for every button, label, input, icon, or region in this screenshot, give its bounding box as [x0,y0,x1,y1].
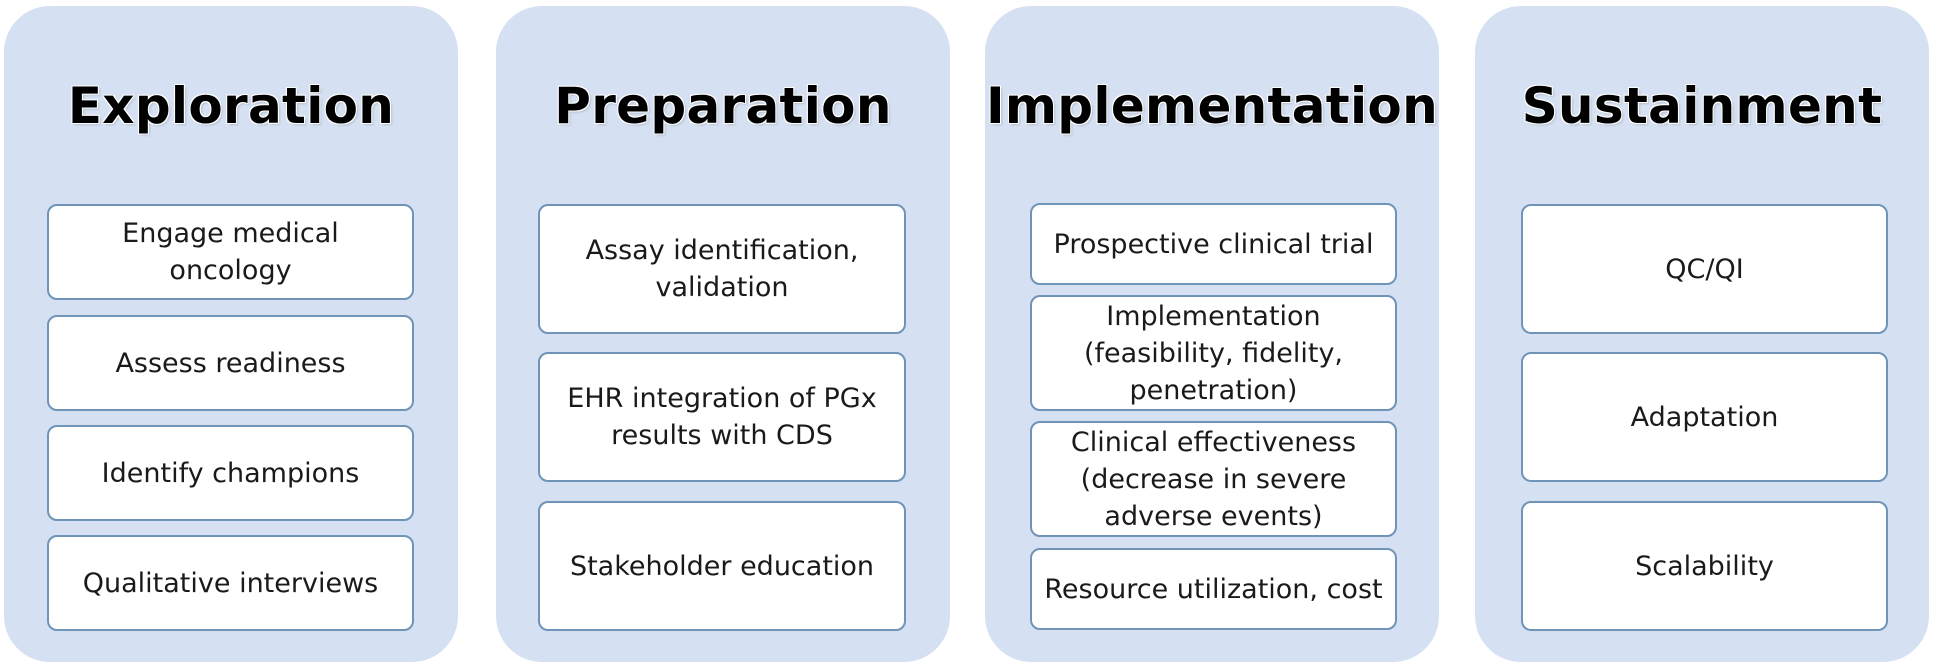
step-qualitative-interviews: Qualitative interviews [47,535,414,631]
step-prospective-clinical-trial: Prospective clinical trial [1030,203,1397,285]
phase-title-preparation: Preparation [554,77,892,135]
phase-exploration: Exploration Engage medical oncology Asse… [4,6,458,662]
step-identify-champions: Identify champions [47,425,414,521]
phase-preparation: Preparation Assay identification, valida… [496,6,950,662]
step-clinical-effectiveness: Clinical effectiveness (decrease in seve… [1030,421,1397,537]
step-adaptation: Adaptation [1521,352,1888,482]
step-resource-utilization-cost: Resource utilization, cost [1030,548,1397,630]
phase-title-implementation: Implementation [986,77,1438,135]
step-assess-readiness: Assess readiness [47,315,414,411]
step-qc-qi: QC/QI [1521,204,1888,334]
phase-implementation: Implementation Prospective clinical tria… [985,6,1439,662]
phase-sustainment: Sustainment QC/QI Adaptation Scalability [1475,6,1929,662]
step-scalability: Scalability [1521,501,1888,631]
step-stakeholder-education: Stakeholder education [538,501,906,631]
step-engage-medical-oncology: Engage medical oncology [47,204,414,300]
step-assay-identification: Assay identification, validation [538,204,906,334]
phase-title-exploration: Exploration [67,77,395,135]
phase-title-sustainment: Sustainment [1521,77,1883,135]
step-implementation-outcomes: Implementation (feasibility, fidelity, p… [1030,295,1397,411]
step-ehr-integration: EHR integration of PGx results with CDS [538,352,906,482]
